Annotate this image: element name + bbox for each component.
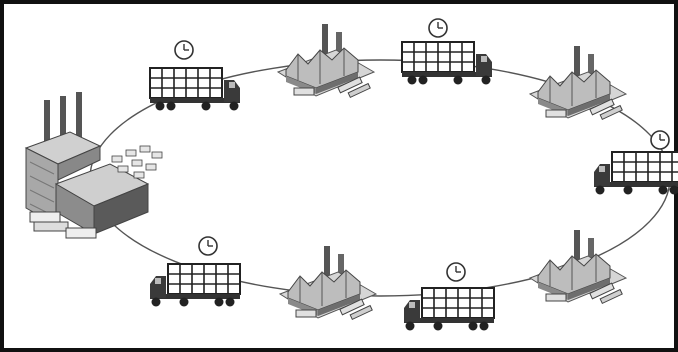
clock-icon [428, 18, 448, 38]
clock-icon [198, 236, 218, 256]
clock-icon [446, 262, 466, 282]
clock-icon [174, 40, 194, 60]
factory-icon [24, 92, 163, 239]
clock-icon [650, 130, 670, 150]
